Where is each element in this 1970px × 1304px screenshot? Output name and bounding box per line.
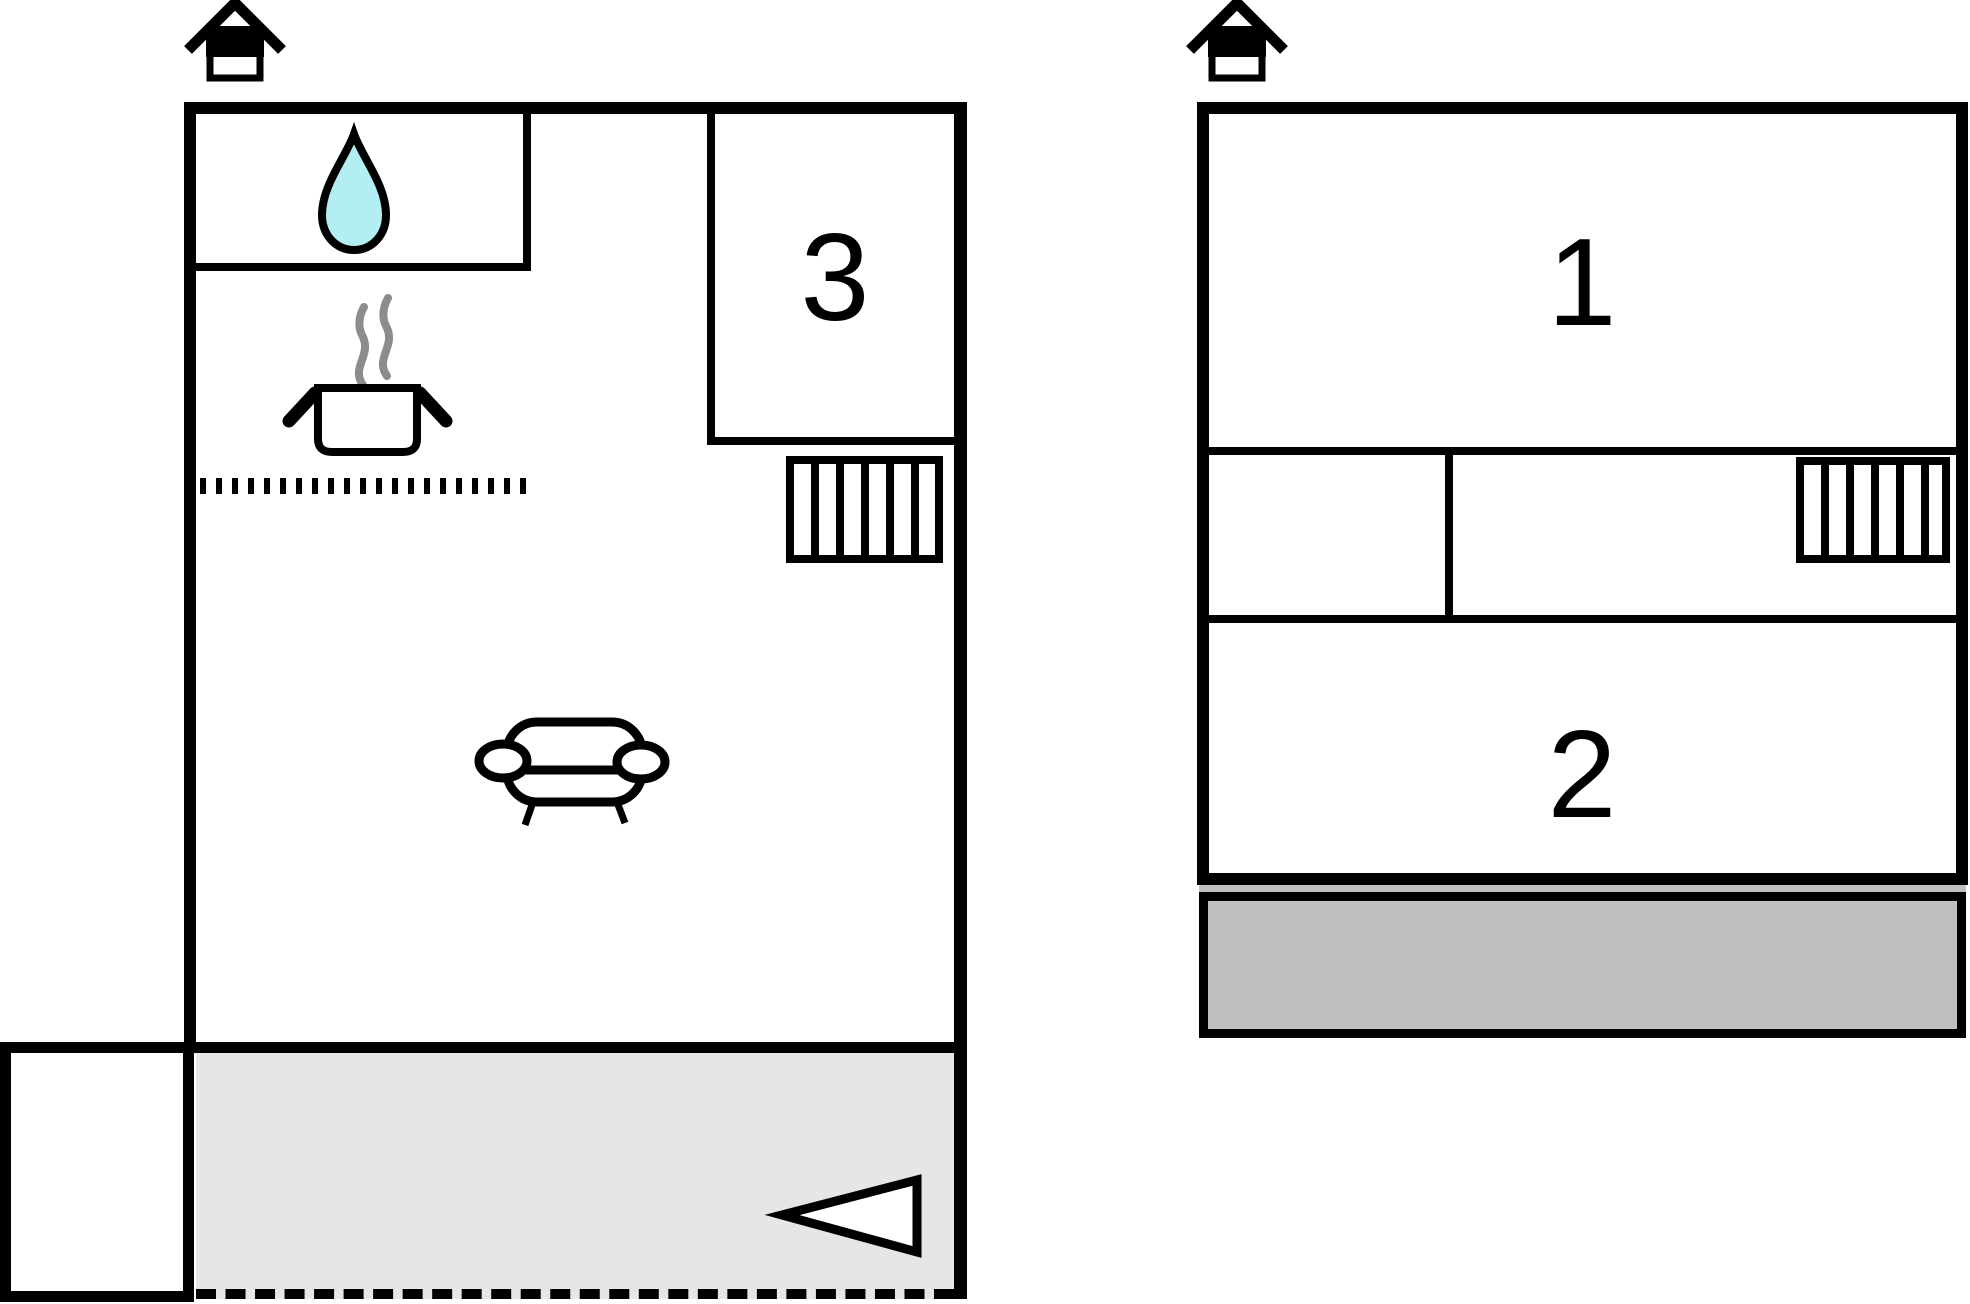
- sink-counter-wall-right: [523, 114, 531, 271]
- room2-label: 2: [1547, 706, 1617, 844]
- terrace-area: [196, 1053, 954, 1299]
- room3-wall-left: [707, 114, 715, 445]
- room3-wall-bottom: [707, 437, 954, 445]
- ground-wall-left: [184, 102, 196, 1053]
- balcony-gap: [1199, 885, 1966, 892]
- room1-wall-bottom: [1209, 447, 1956, 455]
- ground-wall-right: [954, 102, 967, 1299]
- sink-counter-wall-bottom: [196, 263, 531, 271]
- upper-stairs: [1796, 457, 1950, 563]
- upper-wall-top: [1197, 102, 1968, 114]
- room3-label: 3: [800, 209, 870, 347]
- balcony-area: [1199, 892, 1966, 1038]
- steam-icon: [354, 294, 394, 389]
- kitchen-counter-dotted-line: [200, 478, 532, 494]
- landing-divider-wall: [1445, 447, 1453, 623]
- sofa-icon: [474, 717, 670, 827]
- room1-label: 1: [1547, 214, 1617, 352]
- ground-wall-top: [184, 102, 967, 114]
- ground-wall-bottom: [0, 1042, 967, 1053]
- cooking-pot-icon: [282, 384, 453, 456]
- roof-vent-icon: [1186, 0, 1288, 82]
- roof-vent-icon: [184, 0, 286, 82]
- entry-box: [0, 1042, 194, 1302]
- direction-arrow-icon: [764, 1174, 922, 1258]
- upper-wall-bottom: [1197, 873, 1968, 885]
- water-drop-icon: [317, 121, 391, 255]
- ground-stairs: [786, 456, 943, 563]
- upper-wall-right: [1956, 102, 1968, 885]
- room2-wall-top: [1209, 615, 1956, 623]
- upper-wall-left: [1197, 102, 1209, 885]
